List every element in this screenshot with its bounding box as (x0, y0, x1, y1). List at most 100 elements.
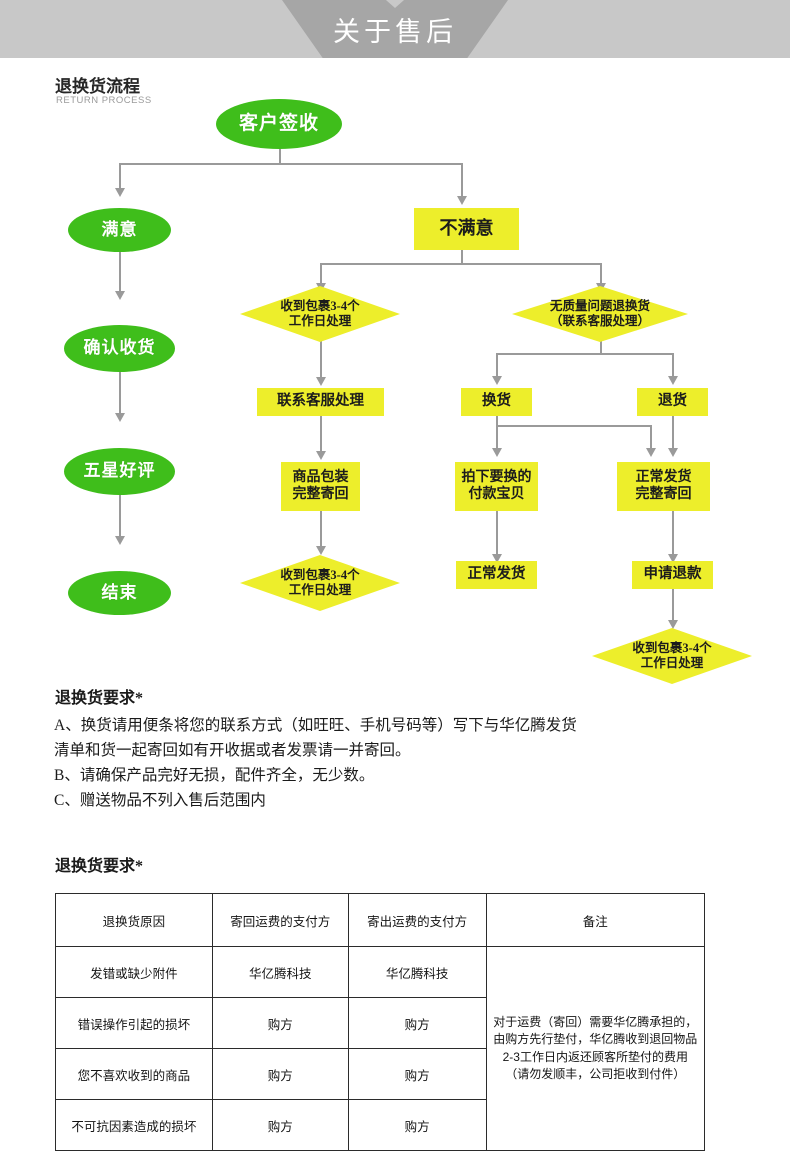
flow-node-normal-shipping[interactable]: 正常发货 (456, 561, 537, 589)
arrow-return-normalship (668, 448, 678, 457)
flow-node-end[interactable]: 结束 (68, 571, 171, 615)
arrow-satisfied-confirm (115, 291, 125, 300)
connector-contact-package (320, 415, 322, 453)
arrow-contact-package (316, 451, 326, 460)
flow-node-contact-service[interactable]: 联系客服处理 (257, 388, 384, 416)
cell-ship-payer-1: 华亿腾科技 (347, 946, 487, 998)
connector-to-exchange (496, 353, 498, 378)
table-row: 错误操作引起的损坏 购方 购方 (55, 997, 705, 1049)
connector-notsat-down (461, 250, 463, 264)
requirement-line-1: A、换货请用便条将您的联系方式（如旺旺、手机号码等）写下与华亿腾发货 (54, 717, 577, 734)
flow-node-confirm-receipt[interactable]: 确认收货 (64, 325, 175, 372)
flow-node-label: 收到包裹3-4个 工作日处理 (280, 299, 360, 328)
page-header-banner: 关于售后 (0, 0, 790, 58)
connector-paynew-shipping (496, 510, 498, 556)
connector-notsat-split (320, 263, 600, 265)
table-header-return-payer: 寄回运费的支付方 (211, 893, 349, 947)
arrow-diamond-contact (316, 377, 326, 386)
table-header-note: 备注 (485, 893, 706, 947)
requirement-line-2: 清单和货一起寄回如有开收据或者发票请一并寄回。 (54, 742, 411, 760)
cell-return-payer-3: 购方 (211, 1048, 349, 1100)
cell-ship-payer-3: 购方 (347, 1048, 487, 1100)
flow-node-five-star[interactable]: 五星好评 (64, 448, 175, 495)
arrow-to-return (668, 376, 678, 385)
flow-node-label: 收到包裹3-4个 工作日处理 (280, 568, 360, 597)
cell-return-payer-1: 华亿腾科技 (211, 946, 349, 998)
connector-to-satisfied (119, 163, 121, 190)
flow-node-start[interactable]: 客户签收 (216, 99, 342, 149)
connector-to-not-satisfied (461, 163, 463, 198)
banner-chevron-shape (282, 0, 508, 58)
table-row: 不可抗因素造成的损坏 购方 购方 (55, 1099, 705, 1151)
process-section-subtitle: RETURN PROCESS (56, 95, 152, 106)
flow-node-label: 无质量问题退换货 （联系客服处理） (549, 299, 650, 328)
connector-normalship-refund (672, 510, 674, 556)
arrow-exchange-normalship (646, 448, 656, 457)
arrow-paynew-shipping (492, 554, 502, 563)
flow-node-pay-new-item[interactable]: 拍下要换的 付款宝贝 (455, 462, 538, 511)
flow-node-normal-ship-complete-return[interactable]: 正常发货 完整寄回 (617, 462, 710, 511)
flow-node-label: 收到包裹3-4个 工作日处理 (632, 641, 712, 670)
connector-notsat-left (320, 263, 322, 285)
cell-reason-2: 错误操作引起的损坏 (55, 997, 213, 1049)
requirements-heading: 退换货要求* (55, 690, 144, 707)
requirements-list: A、换货请用便条将您的联系方式（如旺旺、手机号码等）写下与华亿腾发货 清单和货一… (54, 713, 764, 813)
flow-node-received-package-bottom-left[interactable]: 收到包裹3-4个 工作日处理 (240, 555, 400, 611)
connector-notsat-right (600, 263, 602, 285)
connector-return-normalship (672, 415, 674, 450)
connector-package-diamond (320, 510, 322, 548)
connector-start-down (279, 148, 281, 164)
cell-return-payer-4: 购方 (211, 1099, 349, 1151)
flow-node-return[interactable]: 退货 (637, 388, 708, 416)
connector-start-split (119, 163, 461, 165)
flow-node-exchange[interactable]: 换货 (461, 388, 532, 416)
cell-note: 对于运费（寄回）需要华亿腾承担的，由购方先行垫付，华亿腾收到退回物品2-3工作日… (485, 946, 706, 1151)
connector-exchange-paynew (496, 425, 498, 450)
table-header-ship-payer: 寄出运费的支付方 (347, 893, 487, 947)
cell-ship-payer-2: 购方 (347, 997, 487, 1049)
flow-node-apply-refund[interactable]: 申请退款 (632, 561, 713, 589)
cell-ship-payer-4: 购方 (347, 1099, 487, 1151)
connector-rightdiamond-split (496, 353, 672, 355)
arrow-to-not-satisfied (457, 196, 467, 205)
cell-reason-4: 不可抗因素造成的损坏 (55, 1099, 213, 1151)
connector-exchange-split (496, 425, 650, 427)
arrow-package-diamond (316, 546, 326, 555)
return-process-flowchart: 客户签收 满意 确认收货 五星好评 结束 不满意 收到包裹3-4个 工作日处理 … (0, 58, 790, 684)
connector-exchange-down (496, 415, 498, 426)
arrow-normalship-refund (668, 554, 678, 563)
arrow-to-exchange (492, 376, 502, 385)
arrow-to-satisfied (115, 188, 125, 197)
flow-node-received-package-bottom-right[interactable]: 收到包裹3-4个 工作日处理 (592, 628, 752, 684)
arrow-refund-diamond (668, 620, 678, 629)
connector-satisfied-confirm (119, 248, 121, 293)
flow-node-not-satisfied[interactable]: 不满意 (414, 208, 519, 250)
connector-confirm-fivestar (119, 370, 121, 415)
table-row: 您不喜欢收到的商品 购方 购方 (55, 1048, 705, 1100)
connector-refund-diamond (672, 588, 674, 622)
connector-diamond-contact (320, 341, 322, 379)
shipping-fee-table: 退换货原因 寄回运费的支付方 寄出运费的支付方 备注 发错或缺少附件 华亿腾科技… (55, 893, 706, 1151)
flow-node-received-package-left[interactable]: 收到包裹3-4个 工作日处理 (240, 286, 400, 342)
connector-to-return (672, 353, 674, 378)
cell-return-payer-2: 购方 (211, 997, 349, 1049)
banner-title: 关于售后 (333, 16, 457, 47)
flow-node-package-complete-return[interactable]: 商品包装 完整寄回 (281, 462, 360, 511)
arrow-fivestar-end (115, 536, 125, 545)
table-section-heading: 退换货要求* (55, 858, 144, 875)
table-header-row: 退换货原因 寄回运费的支付方 寄出运费的支付方 备注 (55, 893, 706, 947)
connector-fivestar-end (119, 493, 121, 538)
requirement-line-4: C、赠送物品不列入售后范围内 (54, 792, 266, 810)
table-row: 发错或缺少附件 华亿腾科技 华亿腾科技 对于运费（寄回）需要华亿腾承担的，由购方… (55, 946, 706, 1151)
process-section-title: 退换货流程 (55, 77, 140, 96)
arrow-confirm-fivestar (115, 413, 125, 422)
flow-node-no-quality-issue[interactable]: 无质量问题退换货 （联系客服处理） (512, 286, 688, 342)
flow-node-satisfied[interactable]: 满意 (68, 208, 171, 252)
connector-rightdiamond-down (600, 341, 602, 354)
cell-reason-3: 您不喜欢收到的商品 (55, 1048, 213, 1100)
arrow-exchange-paynew (492, 448, 502, 457)
requirement-line-3: B、请确保产品完好无损，配件齐全，无少数。 (54, 767, 375, 785)
connector-exchange-normalship (650, 425, 652, 450)
cell-reason-1: 发错或缺少附件 (55, 946, 213, 998)
table-header-reason: 退换货原因 (55, 893, 213, 947)
